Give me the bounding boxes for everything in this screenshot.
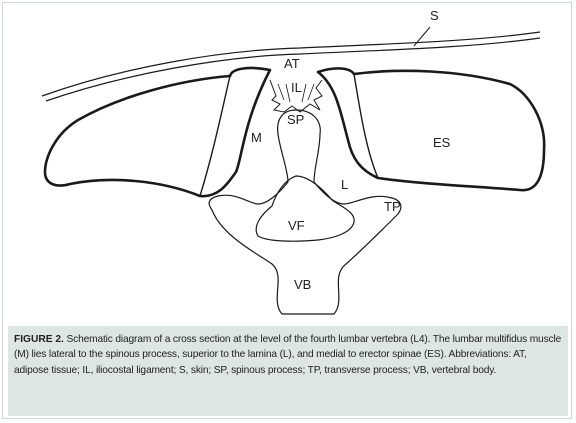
left-muscle-divider (200, 76, 230, 196)
cross-section-diagram: S AT IL SP M ES L VF TP VB (0, 0, 576, 326)
caption-text: Schematic diagram of a cross section at … (14, 334, 561, 376)
label-tp: TP (384, 199, 401, 214)
label-s: S (430, 8, 439, 23)
label-vf: VF (288, 218, 305, 233)
label-at: AT (284, 56, 300, 71)
label-vb: VB (294, 277, 311, 292)
caption-lead: FIGURE 2. (14, 334, 64, 345)
figure-caption: FIGURE 2. Schematic diagram of a cross s… (8, 326, 568, 416)
label-l: L (341, 177, 348, 192)
label-il: IL (291, 80, 302, 95)
label-sp: SP (287, 112, 304, 127)
right-muscle-outline (318, 68, 544, 190)
label-es: ES (433, 135, 451, 150)
label-m: M (251, 130, 262, 145)
left-muscle-outline (45, 68, 270, 196)
skin-pointer (414, 27, 430, 46)
vertebral-foramen (256, 176, 354, 241)
